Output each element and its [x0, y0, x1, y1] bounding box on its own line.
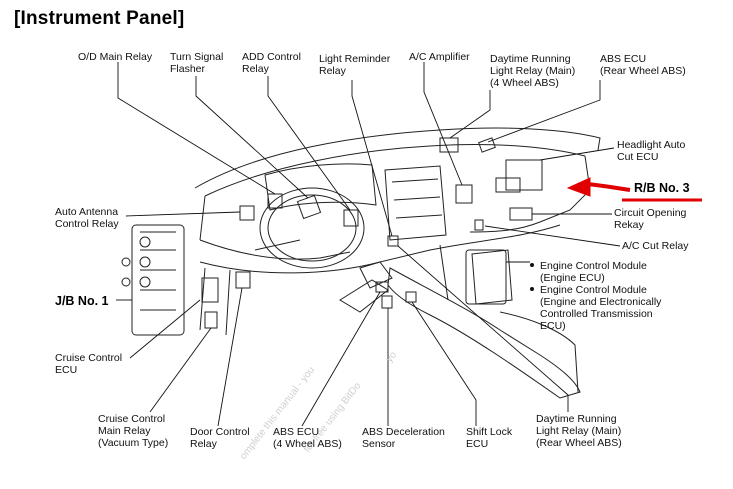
label-rb-no3: R/B No. 3 — [634, 181, 690, 195]
label-circuit-opening-relay: Circuit Opening Rekay — [614, 207, 687, 231]
dash-face — [199, 195, 351, 260]
abs-ecu-4w-box — [375, 281, 389, 293]
add-control-relay-box — [343, 209, 359, 227]
bullet-icon — [530, 287, 534, 292]
red-arrow-shaft — [587, 182, 631, 192]
bullet-icon — [530, 263, 534, 268]
label-add-control-relay: ADD Control Relay — [242, 51, 301, 75]
leader-door-control — [217, 287, 243, 427]
leader-add-control — [267, 76, 351, 211]
abs-ecu-rear-box — [478, 137, 496, 153]
label-headlight-auto-cut-ecu: Headlight Auto Cut ECU — [617, 139, 686, 163]
leader-light-reminder — [351, 80, 393, 237]
label-drl-relay-4wabs: Daytime Running Light Relay (Main) (4 Wh… — [490, 53, 576, 89]
center-console — [387, 267, 581, 399]
label-ac-cut-relay: A/C Cut Relay — [622, 240, 689, 252]
steering-wheel-inner — [267, 194, 357, 262]
page-title: [Instrument Panel] — [14, 8, 185, 29]
label-od-main-relay: O/D Main Relay — [78, 51, 153, 63]
center-stack — [384, 165, 447, 241]
dash-upper-edge — [204, 143, 586, 197]
ac-amplifier-box — [455, 184, 473, 204]
leader-od-main-relay — [117, 62, 276, 195]
headlight-ecu-box — [505, 159, 543, 191]
cruise-ecu-box — [201, 277, 219, 303]
label-ecm-engine-text: Engine Control Module (Engine ECU) — [540, 260, 647, 284]
label-door-control-relay: Door Control Relay — [190, 426, 250, 450]
instrument-cluster — [264, 163, 377, 211]
ecm-box — [465, 249, 507, 305]
leader-drl-4w — [449, 90, 491, 139]
label-ac-amplifier: A/C Amplifier — [409, 51, 470, 63]
dash-top-outline — [194, 127, 601, 189]
label-ecm-engine-trans: Engine Control Module (Engine and Electr… — [530, 284, 661, 332]
steering-wheel-outer — [259, 187, 365, 269]
leader-cruise-ecu — [129, 299, 201, 359]
leader-drl-rear — [397, 245, 569, 412]
leader-ac-cut — [484, 225, 621, 247]
leader-auto-antenna — [125, 211, 241, 217]
label-abs-ecu-rear: ABS ECU (Rear Wheel ABS) — [600, 53, 686, 77]
leader-abs-ecu-4w — [301, 291, 381, 427]
label-turn-signal-flasher: Turn Signal Flasher — [170, 51, 224, 75]
leader-abs-ecu-rear — [487, 80, 601, 143]
cruise-main-relay-box — [204, 311, 218, 329]
red-arrow-head — [566, 177, 591, 197]
circuit-opening-relay-box — [509, 207, 533, 221]
leader-cruise-main-relay — [149, 327, 212, 413]
leader-shift-lock — [411, 301, 477, 426]
abs-decel-sensor-box — [381, 295, 393, 309]
label-shift-lock-ecu: Shift Lock ECU — [466, 426, 513, 450]
label-light-reminder-relay: Light Reminder Relay — [319, 53, 391, 77]
label-auto-antenna-relay: Auto Antenna Control Relay — [55, 206, 119, 230]
turn-signal-flasher-box — [296, 194, 322, 220]
label-jb-no1: J/B No. 1 — [55, 294, 109, 308]
leader-turn-signal — [195, 76, 309, 199]
label-cruise-control-ecu: Cruise Control ECU — [55, 352, 123, 376]
door-control-relay-box — [235, 271, 251, 289]
label-drl-relay-rearabs: Daytime Running Light Relay (Main) (Rear… — [536, 413, 622, 449]
shift-lock-ecu-box — [405, 291, 417, 303]
glovebox — [471, 249, 513, 305]
auto-antenna-relay-box — [239, 205, 255, 221]
leader-headlight-ecu — [539, 147, 615, 161]
leader-ac-amplifier — [423, 62, 463, 186]
label-cruise-main-relay: Cruise Control Main Relay (Vacuum Type) — [98, 413, 169, 449]
label-ecm-engine-trans-text: Engine Control Module (Engine and Electr… — [540, 284, 662, 332]
dash-right-face — [469, 155, 591, 233]
label-abs-ecu-4w: ABS ECU (4 Wheel ABS) — [273, 426, 342, 450]
label-abs-decel-sensor: ABS Deceleration Sensor — [362, 426, 445, 450]
light-reminder-relay-box — [387, 235, 399, 247]
steering-column — [359, 261, 393, 289]
ac-cut-relay-box — [474, 219, 484, 231]
label-ecm-engine: Engine Control Module (Engine ECU) — [530, 260, 647, 284]
